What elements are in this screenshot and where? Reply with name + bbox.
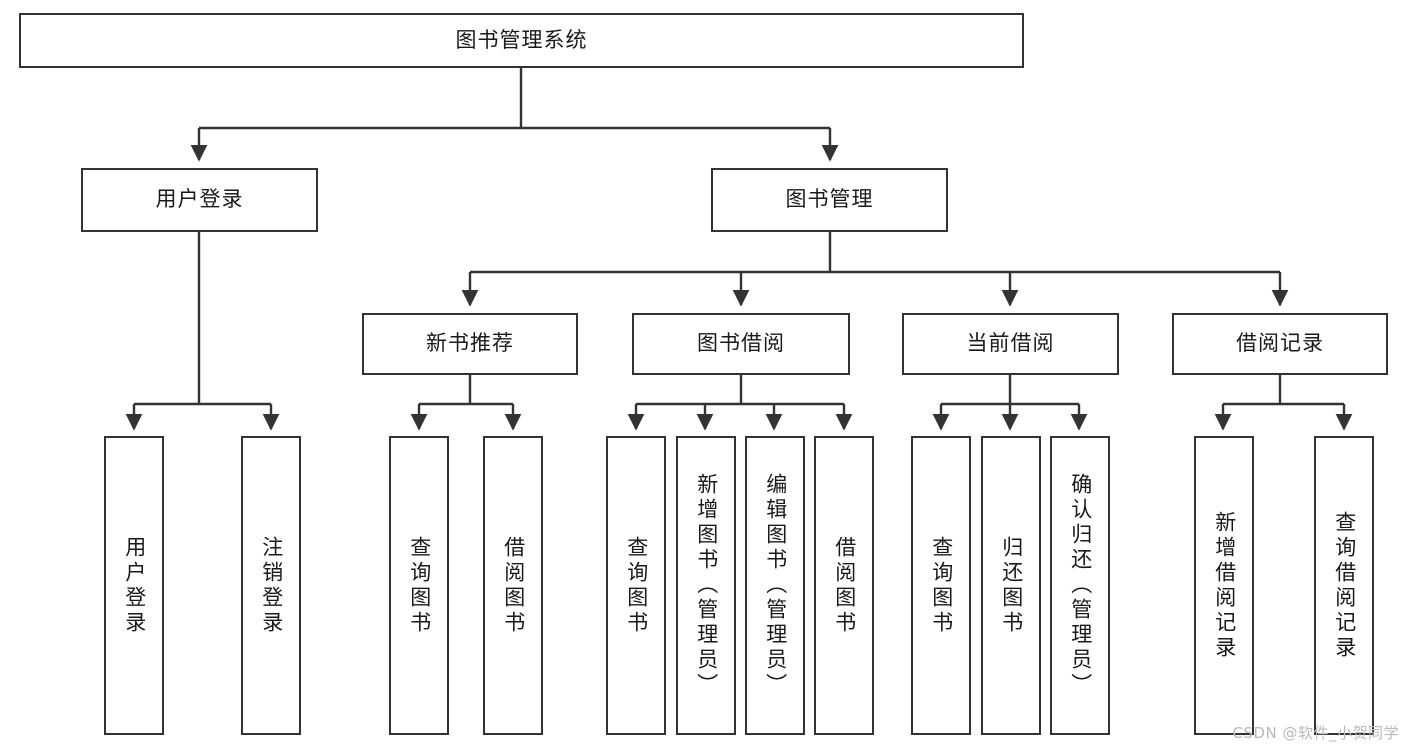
leaf-book-borrow-4[interactable]: 借阅图书 [814,436,874,735]
leaf-new-book-1-label: 查询图书 [407,535,432,636]
leaf-book-borrow-3-label: 编辑图书（管理员） [763,473,788,698]
node-current-borrow-label: 当前借阅 [966,331,1055,356]
node-current-borrow[interactable]: 当前借阅 [902,313,1119,375]
leaf-current-borrow-3[interactable]: 确认归还（管理员） [1050,436,1110,735]
leaf-borrow-record-1[interactable]: 新增借阅记录 [1194,436,1254,735]
leaf-book-borrow-1-label: 查询图书 [624,535,649,636]
leaf-current-borrow-1-label: 查询图书 [929,535,954,636]
leaf-user-login-2-label: 注销登录 [259,535,284,636]
leaf-user-login-1[interactable]: 用户登录 [104,436,164,735]
node-borrow-record-label: 借阅记录 [1236,331,1324,356]
leaf-user-login-1-label: 用户登录 [122,535,147,636]
leaf-book-borrow-4-label: 借阅图书 [832,535,857,636]
leaf-current-borrow-3-label: 确认归还（管理员） [1068,473,1093,698]
leaf-new-book-2[interactable]: 借阅图书 [483,436,543,735]
leaf-user-login-2[interactable]: 注销登录 [241,436,301,735]
leaf-book-borrow-2-label: 新增图书（管理员） [694,473,719,698]
leaf-borrow-record-2[interactable]: 查询借阅记录 [1314,436,1374,735]
node-book-borrow[interactable]: 图书借阅 [632,313,850,375]
leaf-current-borrow-1[interactable]: 查询图书 [911,436,971,735]
node-borrow-record[interactable]: 借阅记录 [1172,313,1388,375]
node-root-label: 图书管理系统 [455,27,588,52]
leaf-book-borrow-1[interactable]: 查询图书 [606,436,666,735]
watermark: CSDN @软件_小贺同学 [1232,724,1399,742]
leaf-new-book-1[interactable]: 查询图书 [389,436,449,735]
node-new-book-recommend[interactable]: 新书推荐 [362,313,578,375]
node-book-management-label: 图书管理 [785,187,874,212]
node-root[interactable]: 图书管理系统 [19,13,1024,68]
leaf-current-borrow-2[interactable]: 归还图书 [981,436,1041,735]
leaf-borrow-record-2-label: 查询借阅记录 [1332,510,1357,661]
leaf-book-borrow-2[interactable]: 新增图书（管理员） [676,436,736,735]
leaf-new-book-2-label: 借阅图书 [501,535,526,636]
node-user-login[interactable]: 用户登录 [81,168,318,232]
node-book-management[interactable]: 图书管理 [711,168,948,232]
leaf-book-borrow-3[interactable]: 编辑图书（管理员） [745,436,805,735]
leaf-current-borrow-2-label: 归还图书 [999,535,1024,636]
leaf-borrow-record-1-label: 新增借阅记录 [1212,510,1237,661]
node-new-book-recommend-label: 新书推荐 [426,331,514,356]
node-user-login-label: 用户登录 [155,187,244,212]
node-book-borrow-label: 图书借阅 [697,331,785,356]
